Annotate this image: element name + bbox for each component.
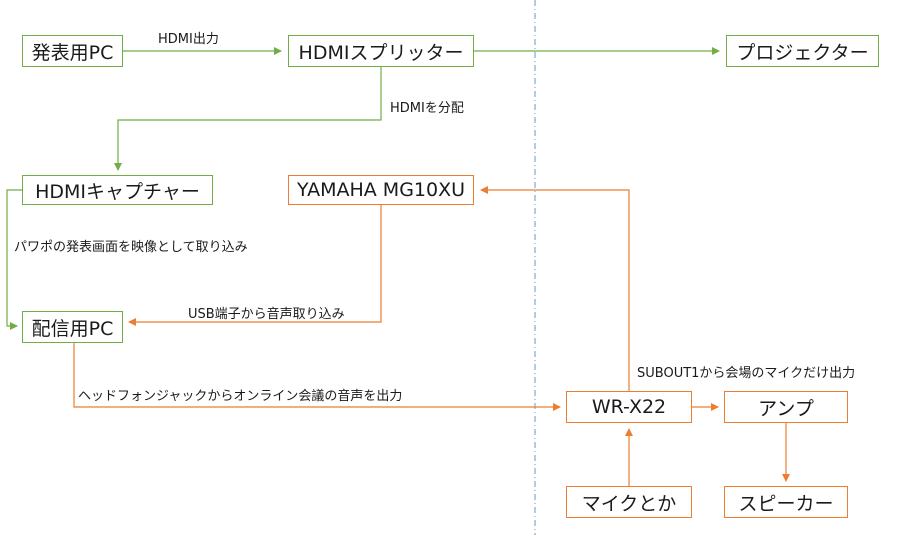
node-amp: アンプ [724, 391, 848, 423]
node-streaming-pc: 配信用PC [22, 311, 123, 343]
label-capture-slides: パワポの発表画面を映像として取り込み [14, 240, 248, 255]
edge-wrx22-to-mixer [480, 186, 630, 391]
node-yamaha-mixer: YAMAHA MG10XU [288, 175, 474, 205]
node-speaker: スピーカー [724, 486, 848, 518]
edge-mixer-to-streampc [128, 205, 382, 326]
label-subout: SUBOUT1から会場のマイクだけ出力 [637, 366, 856, 381]
label-usb-audio: USB端子から音声取り込み [188, 307, 345, 322]
node-hdmi-splitter: HDMIスプリッター [288, 35, 474, 67]
edge-splitter-to-capture [114, 67, 382, 171]
label-headphone-out: ヘッドフォンジャックからオンライン会議の音声を出力 [78, 389, 403, 404]
edge-streampc-to-wrx22 [73, 343, 561, 411]
node-wr-x22: WR-X22 [566, 391, 692, 423]
label-hdmi-split: HDMIを分配 [390, 101, 464, 116]
node-hdmi-capture: HDMIキャプチャー [22, 175, 213, 205]
label-hdmi-output: HDMI出力 [158, 32, 219, 47]
edge-capture-to-streampc [6, 189, 22, 330]
node-projector: プロジェクター [726, 35, 879, 67]
node-microphone: マイクとか [566, 486, 692, 518]
node-presentation-pc: 発表用PC [22, 35, 123, 67]
